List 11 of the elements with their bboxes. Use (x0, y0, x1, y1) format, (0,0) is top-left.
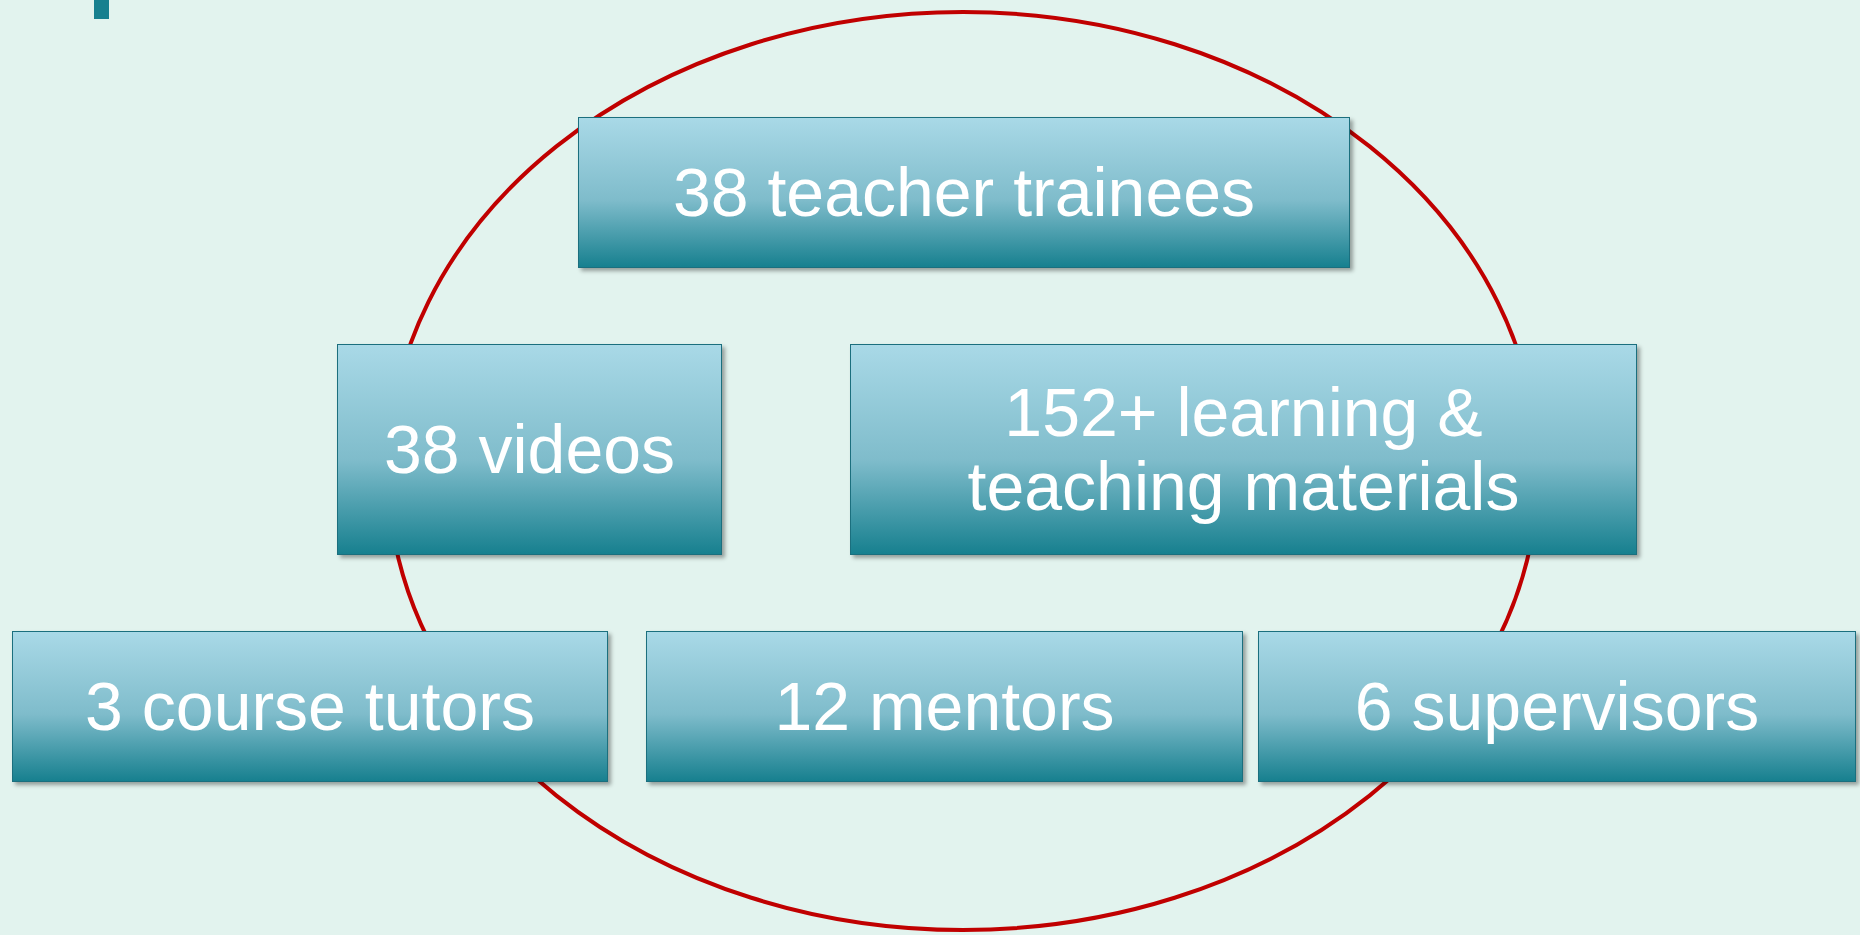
box-text: 12 mentors (773, 669, 1116, 744)
label-box (850, 344, 1637, 555)
box-text: 38 teacher trainees (671, 155, 1257, 230)
label-box (337, 344, 722, 555)
label-box (1258, 631, 1856, 782)
label-box (646, 631, 1243, 782)
label-box (12, 631, 608, 782)
box-text: 38 videos (382, 412, 677, 487)
box-text: 6 supervisors (1353, 669, 1761, 744)
box-text: 3 course tutors (84, 669, 536, 744)
box-text: 152+ learning & teaching materials (966, 376, 1521, 523)
